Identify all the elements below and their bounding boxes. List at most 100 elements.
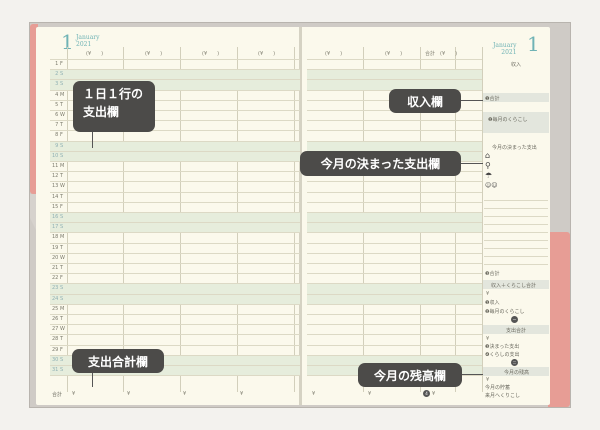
left-grid-row-line (50, 303, 300, 305)
day-row-label: 17 S (52, 224, 64, 231)
weekend-row-shade (50, 283, 300, 294)
leader-balance (462, 374, 483, 375)
fixed-line-label: ❸決まった支出 (485, 344, 520, 350)
day-row-label: 12 T (52, 173, 64, 180)
income-total-bar[interactable] (483, 93, 549, 102)
sidebar-ruled-line (484, 224, 548, 225)
house-icon: ⌂ (485, 151, 491, 160)
weekend-row-shade (50, 365, 300, 376)
day-row-label: 1 F (52, 61, 63, 67)
left-total-yen-1: ¥ (72, 391, 76, 397)
income-line-label: ❶収入 (485, 300, 500, 306)
left-grid-row-line (50, 242, 300, 244)
income-total-label: ❶合計 (485, 96, 500, 102)
balance-bar[interactable] (483, 367, 549, 376)
left-grid-row-line (50, 365, 300, 366)
left-grid-row-line (50, 171, 300, 173)
day-row-label: 2 S (52, 71, 64, 78)
right-grid-row-line (307, 79, 482, 81)
left-grid-row-line (50, 232, 300, 234)
umbrella-icon: ☂ (485, 171, 493, 180)
right-col-header-2[interactable]: (¥ ) (385, 51, 403, 57)
callout-daily-row: １日１行の 支出欄 (73, 81, 155, 132)
left-col-header-1[interactable]: (¥ ) (86, 51, 104, 57)
left-col-header-4[interactable]: (¥ ) (258, 51, 276, 57)
right-grid-row-line (307, 181, 482, 183)
right-grid-row-line (307, 293, 482, 295)
right-total-yen-2: ¥ (368, 391, 372, 397)
income-living-total-label: 収入＋くらこし合計 (491, 283, 537, 289)
weekend-row-shade (50, 293, 300, 304)
left-grid-row-line (50, 344, 300, 346)
right-grid-row-line (307, 283, 482, 285)
left-grid-row-line (50, 263, 300, 264)
right-col-header-3[interactable]: 合計 (¥ ) (425, 51, 458, 57)
day-row-label: 29 F (52, 346, 63, 353)
left-grid-row-line (50, 110, 300, 111)
day-row-label: 4 M (52, 91, 65, 98)
left-grid-row-line (50, 99, 300, 101)
weekend-row-shade (307, 293, 482, 304)
weekend-row-shade (50, 222, 300, 233)
left-total-yen-2: ¥ (127, 391, 131, 397)
year-left-text: 2021 (76, 41, 92, 48)
leader-daily-row (92, 132, 93, 148)
leader-income (461, 100, 483, 101)
day-row-label: 8 F (52, 132, 63, 139)
day-row-label: 15 F (52, 203, 63, 210)
monthly-living-label: ❷毎月のくらこし (488, 117, 528, 123)
left-grid-row-line (50, 283, 300, 285)
left-grid-row-line (50, 201, 300, 203)
weekend-row-shade (307, 283, 482, 294)
right-col-header-1[interactable]: (¥ ) (325, 51, 343, 57)
left-grid-row-line (50, 59, 300, 60)
minus-badge-1: ー (511, 316, 518, 323)
sidebar-ruled-line (484, 200, 548, 201)
expense-total-bar[interactable] (483, 325, 549, 334)
index-tab-right-bottom (548, 232, 570, 407)
left-grid-row-line (50, 181, 300, 183)
right-grid-row-line (307, 273, 482, 275)
weekend-row-shade (50, 150, 300, 161)
income-title: 収入 (511, 62, 522, 68)
right-grid-row-line (307, 324, 482, 326)
right-grid-row-line (307, 232, 482, 234)
day-row-label: 14 T (52, 193, 64, 200)
right-grid-row-line (307, 130, 482, 132)
left-grid-row-line (50, 140, 300, 142)
right-grid-row-line (307, 252, 482, 254)
day-row-label: 26 T (52, 316, 64, 322)
binder-spine (299, 27, 302, 405)
sidebar-ruled-line (484, 248, 548, 249)
left-col-header-3[interactable]: (¥ ) (202, 51, 220, 57)
day-row-label: 18 M (52, 234, 65, 241)
day-row-label: 3 S (52, 81, 64, 88)
day-row-label: 10 S (52, 152, 64, 159)
left-col-header-2[interactable]: (¥ ) (145, 51, 163, 57)
fixed-expense-title: 今月の決まった支出 (492, 145, 537, 151)
right-grid-row-line (307, 242, 482, 244)
family-icon: ☺☺ (485, 182, 498, 189)
day-row-label: 23 S (52, 285, 64, 292)
day-row-label: 16 S (52, 214, 64, 220)
left-grid-row-line (50, 212, 300, 213)
weekend-row-shade (307, 140, 482, 151)
expense-total-yen: ¥ (486, 336, 490, 342)
weekend-row-shade (50, 212, 300, 223)
next-month-line-label: 来月へくりこし (485, 393, 521, 399)
sidebar-ruled-line (484, 232, 548, 233)
income-living-total-bar[interactable] (483, 280, 549, 289)
right-grid-row-line (307, 314, 482, 315)
left-total-yen-3: ¥ (183, 391, 187, 397)
day-row-label: 20 W (52, 254, 65, 261)
tab-notch (30, 194, 38, 234)
callout-daily-row-line1: １日１行の (83, 87, 144, 101)
callout-balance: 今月の残高欄 (358, 363, 462, 387)
left-grid-row-line (50, 191, 300, 193)
monthly-living-bar[interactable] (483, 112, 549, 133)
left-grid-row-line (50, 69, 300, 71)
right-grid-row-line (307, 69, 482, 71)
sidebar-ruled-line (484, 264, 548, 265)
left-grid-row-line (50, 222, 300, 224)
